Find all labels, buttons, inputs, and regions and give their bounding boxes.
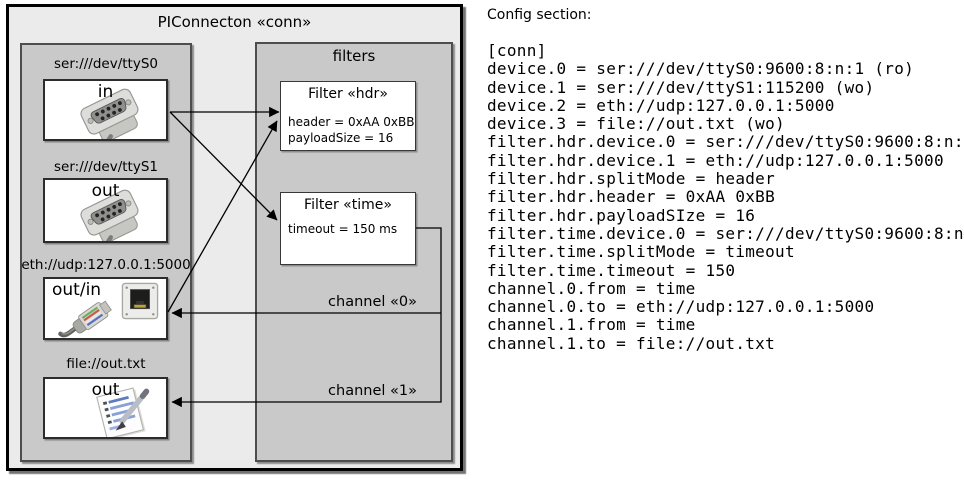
filters-group-box: filters Filter «hdr» header = 0xAA 0xBB … [255,42,453,462]
device-uri-label-eth: eth://udp:127.0.0.1:5000 [21,257,191,273]
connection-title: PIConnecton «conn» [157,13,312,31]
channel-1-label: channel «1» [328,383,417,399]
device-box-ttys1: out [43,178,168,243]
filter-hdr-attr-header: header = 0xAA 0xBB [288,115,415,129]
devices-group-box: ser:///dev/ttyS0 in ser:///dev/ttyS1 out… [20,43,192,462]
port-direction-label: out [91,380,120,400]
device-box-ttys0: in [43,79,168,141]
filter-time-attr-timeout: timeout = 150 ms [288,222,398,236]
config-lines: [conn] device.0 = ser:///dev/ttyS0:9600:… [487,41,964,353]
config-section-heading: Config section: [487,7,592,23]
filters-group-title: filters [332,47,376,65]
device-box-eth: out/in [43,277,168,340]
filter-box-time: Filter «time» timeout = 150 ms [280,192,416,265]
filter-time-title: Filter «time» [304,197,392,213]
device-uri-label-file: file://out.txt [66,356,146,372]
device-uri-label-ttys0: ser:///dev/ttyS0 [54,56,158,72]
device-uri-label-ttys1: ser:///dev/ttyS1 [54,159,158,175]
port-direction-label: in [97,82,114,102]
device-box-file: out [43,377,168,439]
port-direction-label: out [91,181,120,201]
filter-hdr-title: Filter «hdr» [308,86,388,102]
channel-0-label: channel «0» [328,294,417,310]
filter-box-hdr: Filter «hdr» header = 0xAA 0xBB payloadS… [280,81,416,151]
filter-hdr-attr-payload: payloadSize = 16 [288,131,394,145]
port-direction-label: out/in [52,280,102,300]
ethernet-plug-image [51,294,133,340]
